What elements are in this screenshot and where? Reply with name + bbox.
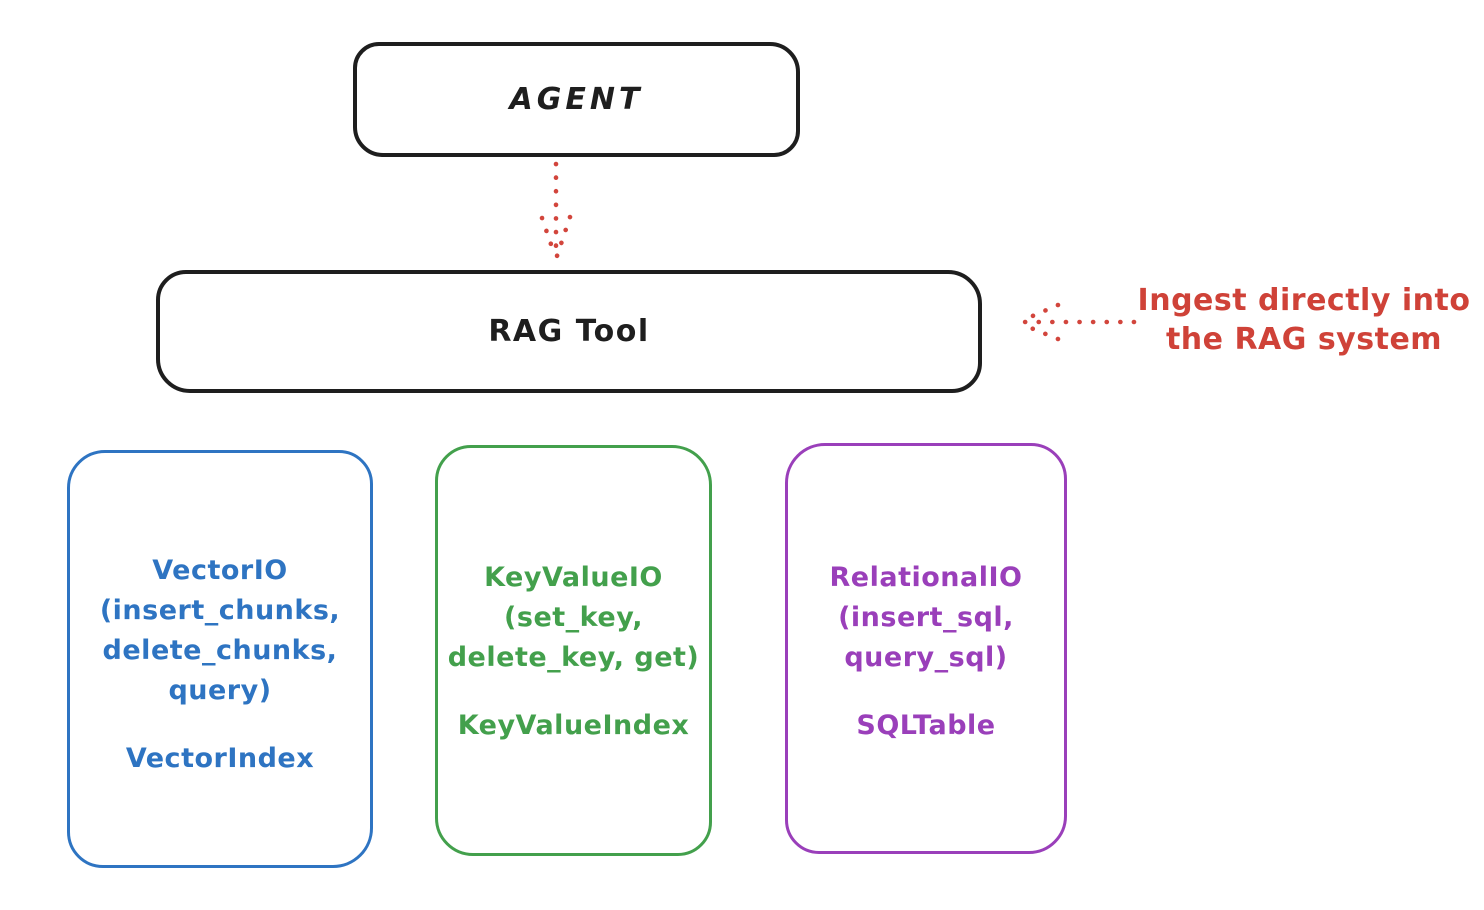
agent-box: AGENT (353, 42, 800, 157)
relational-io-methods: RelationalIO (insert_sql, query_sql) (829, 562, 1023, 673)
keyvalue-io-index-label: KeyValueIndex (457, 710, 690, 741)
keyvalue-io-methods: KeyValueIO (set_key, delete_key, get) (447, 562, 700, 673)
agent-to-rag-arrow-icon (539, 161, 573, 259)
vector-io-methods: VectorIO (insert_chunks, delete_chunks, … (99, 555, 341, 706)
ingest-annotation-text: Ingest directly into the RAG system (1137, 283, 1471, 357)
vector-io-index-label: VectorIndex (125, 743, 315, 774)
relational-io-table-label: SQLTable (856, 710, 996, 741)
agent-label: AGENT (509, 82, 644, 117)
ingest-annotation-arrow-icon (1018, 302, 1137, 342)
relational-io-box: RelationalIO (insert_sql, query_sql) SQL… (785, 443, 1067, 854)
rag-tool-box: RAG Tool (156, 270, 982, 393)
rag-tool-label: RAG Tool (488, 314, 650, 349)
vector-io-box: VectorIO (insert_chunks, delete_chunks, … (67, 450, 373, 868)
keyvalue-io-box: KeyValueIO (set_key, delete_key, get) Ke… (435, 445, 712, 856)
